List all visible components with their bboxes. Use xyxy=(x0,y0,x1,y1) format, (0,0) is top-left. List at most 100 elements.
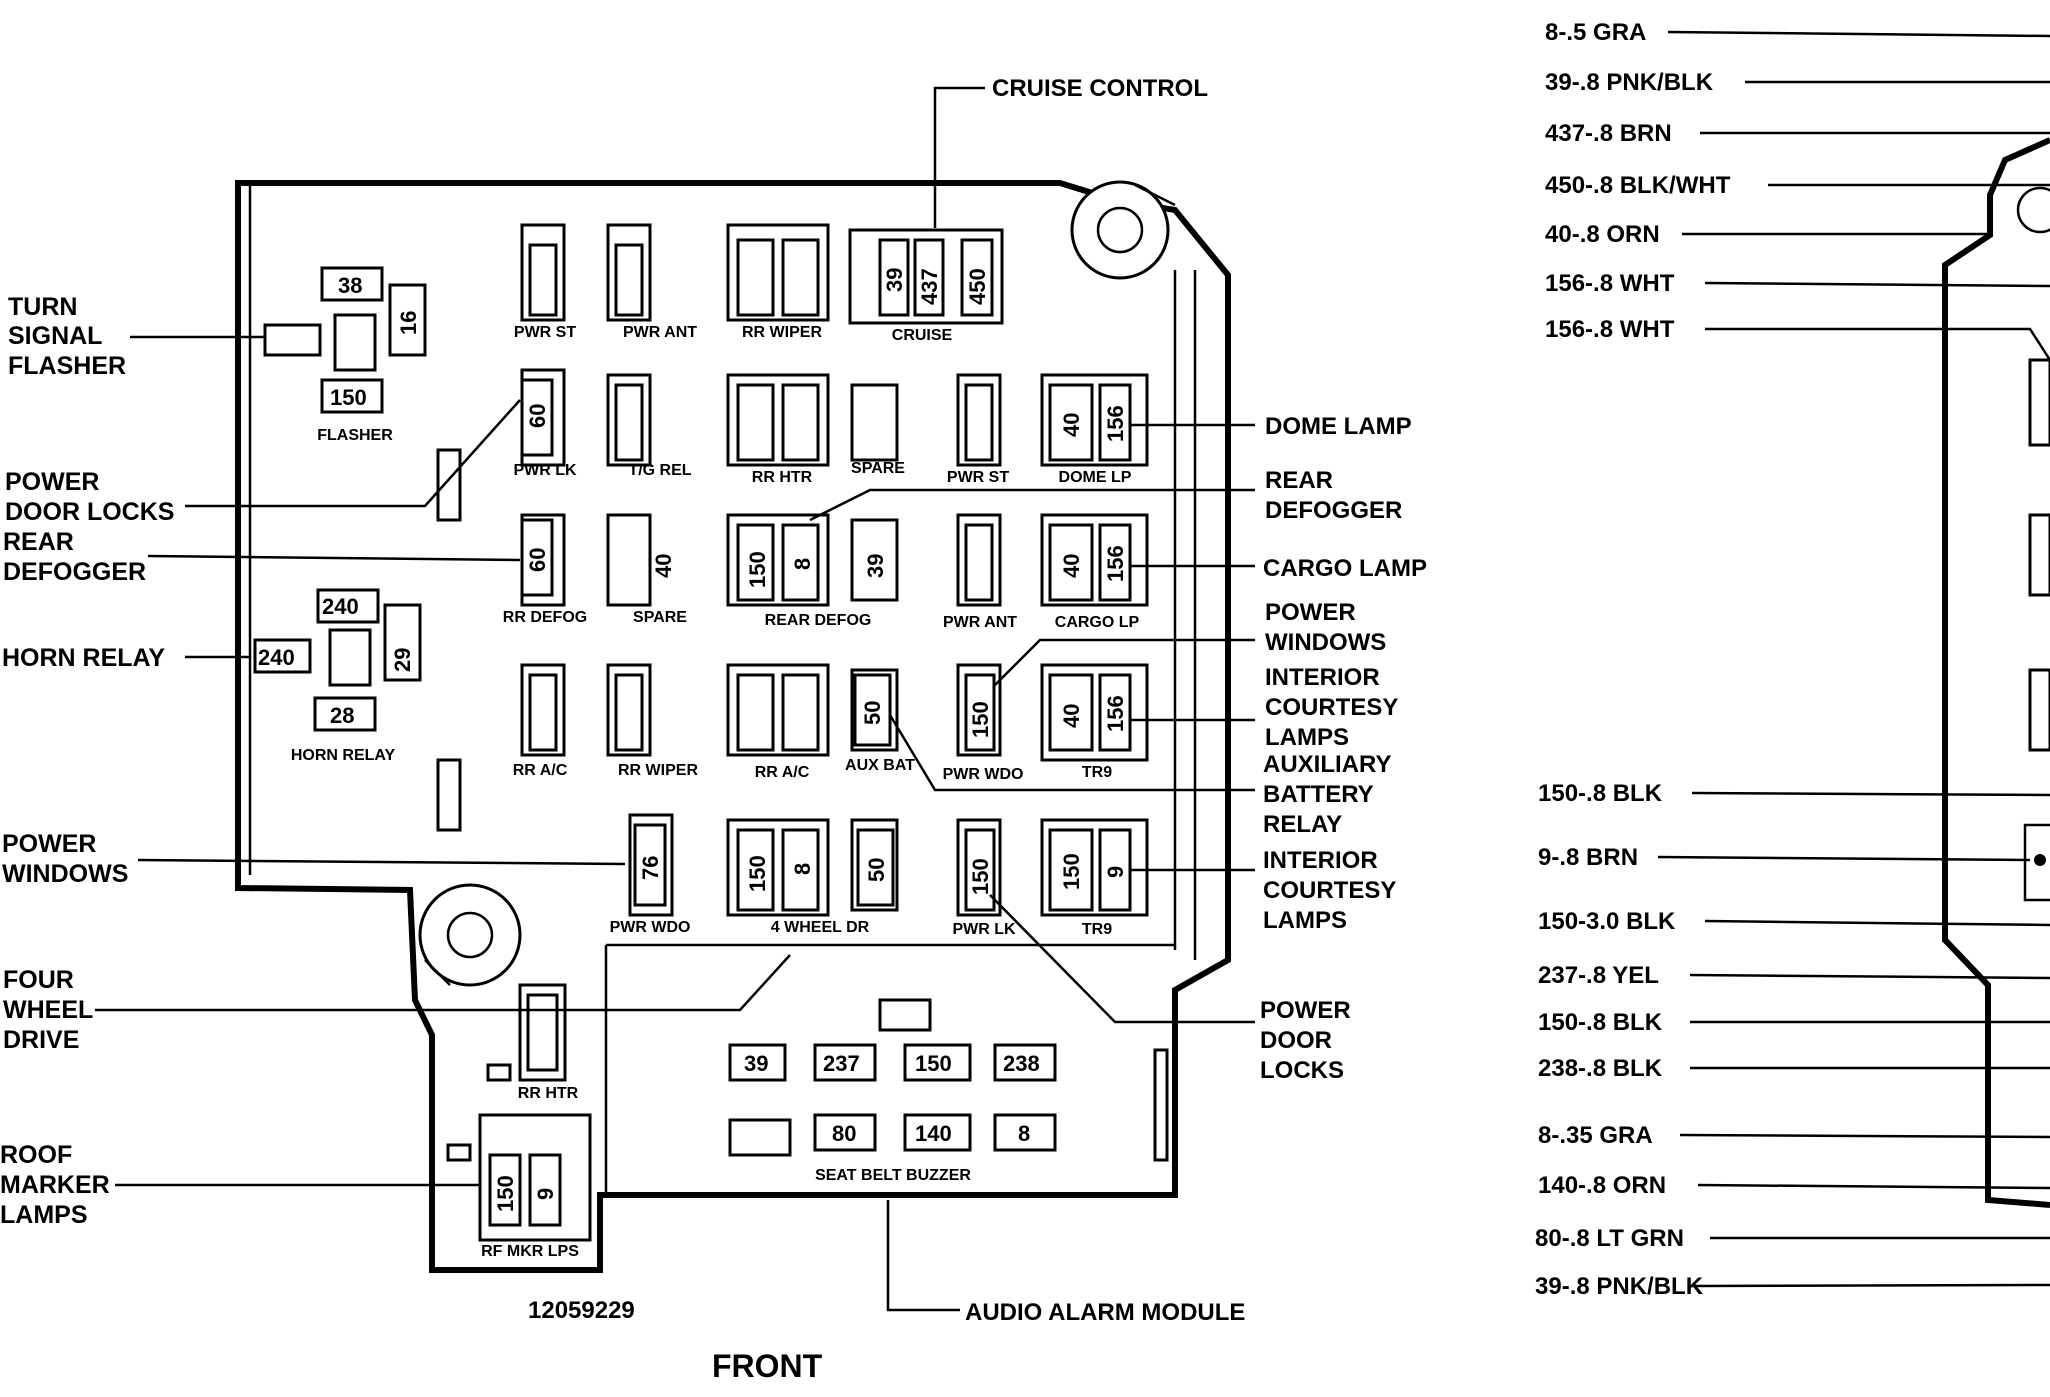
turn-signal-flasher-callout: TURN SIGNAL FLASHER xyxy=(8,293,126,380)
horn-240-a: 240 xyxy=(322,594,359,619)
rear-defogger-callout-right: REAR DEFOGGER xyxy=(1265,467,1402,524)
label-rr-wiper-1: RR WIPER xyxy=(742,324,822,341)
wire-label: 140-.8 ORN xyxy=(1538,1172,1666,1199)
power-door-locks-callout-right: POWER DOOR LOCKS xyxy=(1260,997,1357,1084)
label-rr-htr-2: RR HTR xyxy=(518,1085,579,1102)
wire-label: 237-.8 YEL xyxy=(1538,962,1659,989)
left-callout-lines xyxy=(95,335,791,1187)
alarm-238: 238 xyxy=(1003,1051,1040,1076)
part-number: 12059229 xyxy=(528,1297,635,1324)
terminal-boxes xyxy=(488,238,1132,1227)
alarm-150: 150 xyxy=(915,1051,952,1076)
pwr-lk-60: 60 xyxy=(525,404,550,428)
left-callouts: TURN SIGNAL FLASHER POWER DOOR LOCKS REA… xyxy=(0,293,174,1229)
horn-29: 29 xyxy=(390,648,415,672)
label-cruise: CRUISE xyxy=(892,327,953,344)
interior-courtesy-lamps-callout-2: INTERIOR COURTESY LAMPS xyxy=(1263,847,1403,934)
label-spare-1: SPARE xyxy=(851,460,905,477)
power-door-locks-callout-left: POWER DOOR LOCKS xyxy=(5,468,174,526)
alarm-8: 8 xyxy=(1018,1121,1030,1146)
label-pwr-lk-2: PWR LK xyxy=(952,921,1016,938)
label-rr-ac-2: RR A/C xyxy=(755,764,810,781)
connector-body xyxy=(1942,137,2050,1208)
alarm-39: 39 xyxy=(744,1051,768,1076)
pwr-wdo-150: 150 xyxy=(968,701,993,738)
cargo-lamp-callout: CARGO LAMP xyxy=(1263,555,1427,582)
wire-label: 450-.8 BLK/WHT xyxy=(1545,172,1731,199)
label-rr-htr-1: RR HTR xyxy=(752,469,813,486)
wire-label: 156-.8 WHT xyxy=(1545,270,1675,297)
fuse-shapes xyxy=(253,223,1169,1242)
power-windows-callout-right: POWER WINDOWS xyxy=(1265,599,1386,656)
fuse-position-labels: PWR ST PWR ANT RR WIPER CRUISE FLASHER P… xyxy=(291,324,1140,1260)
roof-marker-lamps-callout: ROOF MARKER LAMPS xyxy=(0,1141,117,1229)
label-flasher: FLASHER xyxy=(317,427,393,444)
alarm-237: 237 xyxy=(823,1051,860,1076)
label-rf-mkr-lps: RF MKR LPS xyxy=(481,1243,579,1260)
dome-156: 156 xyxy=(1103,405,1128,442)
horn-28: 28 xyxy=(330,703,354,728)
right-callouts: CRUISE CONTROL DOME LAMP REAR DEFOGGER C… xyxy=(965,75,1427,1326)
label-rr-defog: RR DEFOG xyxy=(503,609,587,626)
label-aux-bat: AUX BAT xyxy=(845,757,915,774)
tr9b-150: 150 xyxy=(1059,853,1084,890)
horn-240-b: 240 xyxy=(258,645,295,670)
wire-label: 9-.8 BRN xyxy=(1538,844,1638,871)
label-pwr-ant-2: PWR ANT xyxy=(943,614,1017,631)
mounting-hole-bottom xyxy=(418,883,522,987)
flasher-16: 16 xyxy=(396,311,421,335)
cruise-450: 450 xyxy=(965,268,990,305)
label-cargo-lp: CARGO LP xyxy=(1055,614,1140,631)
flasher-38: 38 xyxy=(338,273,362,298)
wire-label: 150-3.0 BLK xyxy=(1538,908,1676,935)
fwd-8: 8 xyxy=(790,863,815,875)
pwr-lk-150: 150 xyxy=(968,858,993,895)
wire-label: 80-.8 LT GRN xyxy=(1535,1225,1684,1252)
wire-lines xyxy=(1657,30,2050,1288)
rear-defog-150: 150 xyxy=(745,551,770,588)
label-seat-belt-buzzer: SEAT BELT BUZZER xyxy=(815,1167,971,1184)
wire-label: 156-.8 WHT xyxy=(1545,316,1675,343)
rear-defogger-callout-left: REAR DEFOGGER xyxy=(3,528,146,586)
label-pwr-wdo-2: PWR WDO xyxy=(610,919,691,936)
alarm-140: 140 xyxy=(915,1121,952,1146)
interior-courtesy-lamps-callout-1: INTERIOR COURTESY LAMPS xyxy=(1265,664,1405,751)
label-dome-lp: DOME LP xyxy=(1059,469,1132,486)
rr-defog-60: 60 xyxy=(525,548,550,572)
terminal-numbers-vertical: 39 437 450 16 60 40 156 60 40 150 8 39 4… xyxy=(390,268,1128,1212)
wire-label: 8-.5 GRA xyxy=(1545,19,1646,46)
wire-label: 150-.8 BLK xyxy=(1538,780,1663,807)
label-spare-2: SPARE xyxy=(633,609,687,626)
wire-label: 39-.8 PNK/BLK xyxy=(1535,1273,1704,1300)
wire-label: 40-.8 ORN xyxy=(1545,221,1660,248)
label-pwr-st-2: PWR ST xyxy=(947,469,1009,486)
rf-9: 9 xyxy=(533,1188,558,1200)
fwd-150: 150 xyxy=(745,855,770,892)
flasher-150: 150 xyxy=(330,385,367,410)
label-pwr-wdo-1: PWR WDO xyxy=(943,766,1024,783)
label-pwr-ant-1: PWR ANT xyxy=(623,324,697,341)
dome-lamp-callout: DOME LAMP xyxy=(1265,413,1412,440)
wire-label: 39-.8 PNK/BLK xyxy=(1545,69,1714,96)
label-pwr-st-1: PWR ST xyxy=(514,324,576,341)
wire-label: 437-.8 BRN xyxy=(1545,120,1672,147)
cruise-437: 437 xyxy=(917,268,942,305)
front-label: FRONT xyxy=(712,1348,823,1384)
cruise-39: 39 xyxy=(882,268,907,292)
tr9-40: 40 xyxy=(1059,704,1084,728)
label-pwr-lk-1: PWR LK xyxy=(513,462,577,479)
wire-label: 238-.8 BLK xyxy=(1538,1055,1663,1082)
audio-alarm-module-callout: AUDIO ALARM MODULE xyxy=(965,1299,1245,1326)
rear-defog-39: 39 xyxy=(863,554,888,578)
label-four-wheel-dr: 4 WHEEL DR xyxy=(771,919,870,936)
label-rear-defog: REAR DEFOG xyxy=(765,612,872,629)
label-tr9-2: TR9 xyxy=(1082,921,1112,938)
power-windows-callout-left: POWER WINDOWS xyxy=(2,830,128,888)
alarm-80: 80 xyxy=(832,1121,856,1146)
wire-label: 8-.35 GRA xyxy=(1538,1122,1653,1149)
aux-bat-50: 50 xyxy=(860,701,885,725)
rf-150: 150 xyxy=(493,1175,518,1212)
right-callout-lines xyxy=(809,86,1255,1312)
horn-relay-callout: HORN RELAY xyxy=(2,644,165,672)
